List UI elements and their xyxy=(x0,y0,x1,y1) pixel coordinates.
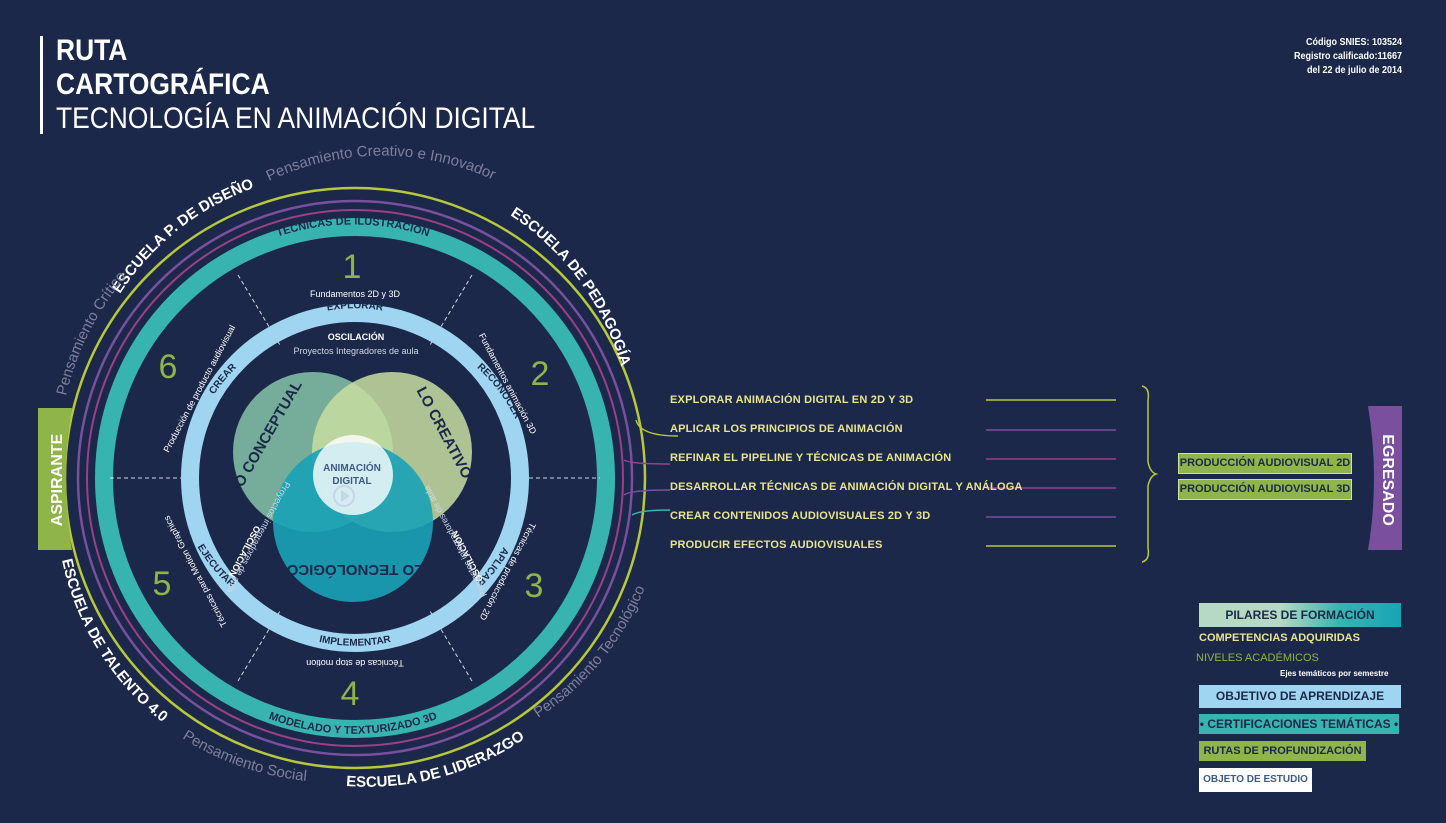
legend-objetivo: OBJETIVO DE APRENDIZAJE xyxy=(1199,685,1401,708)
pens-social: Pensamiento Social xyxy=(180,727,308,785)
legend-rutas: RUTAS DE PROFUNDIZACIÓN xyxy=(1199,741,1366,761)
level-5-number: 5 xyxy=(153,565,172,603)
certification-ring xyxy=(95,218,615,738)
center-line-2: DIGITAL xyxy=(332,476,371,487)
level-separators xyxy=(110,274,600,682)
legend-niveles: NIVELES ACADÉMICOS xyxy=(1196,652,1319,664)
egresado-tab xyxy=(1368,406,1402,550)
objective-implementar: IMPLEMENTAR xyxy=(318,634,392,649)
aspirante-tab xyxy=(38,408,72,550)
title-line-3: TECNOLOGÍA EN ANIMACIÓN DIGITAL xyxy=(56,102,536,135)
center-line-1: ANIMACIÓN xyxy=(323,461,381,474)
legend-certificaciones: • CERTIFICACIONES TEMÁTICAS • xyxy=(1199,714,1399,734)
level-4-theme: Técnicas de stop motion xyxy=(306,658,404,668)
pillar-tecnologico: LO TECNOLÓGICO xyxy=(286,561,423,579)
title-line-1: RUTA xyxy=(56,34,128,67)
escuela-diseno: ESCUELA P. DE DISEÑO xyxy=(109,175,256,296)
title-line-2: CARTOGRÁFICA xyxy=(56,68,270,101)
play-triangle-icon xyxy=(341,490,350,502)
level-3-number: 3 xyxy=(525,567,544,605)
title-block: RUTA CARTOGRÁFICA TECNOLOGÍA EN ANIMACIÓ… xyxy=(40,36,601,134)
play-icon xyxy=(333,485,355,507)
osc-1-label: OSCILACIÓN xyxy=(328,331,385,342)
competency-2: APLICAR LOS PRINCIPIOS DE ANIMACIÓN xyxy=(670,423,903,435)
legend-competencias: COMPETENCIAS ADQUIRIDAS xyxy=(1199,632,1360,644)
output-2d: PRODUCCIÓN AUDIOVISUAL 2D xyxy=(1178,453,1352,474)
level-2-number: 2 xyxy=(531,355,550,393)
osc-2-sub: Proyectos integradores de aula xyxy=(422,484,489,599)
competency-5: CREAR CONTENIDOS AUDIOVISUALES 2D Y 3D xyxy=(670,510,931,522)
venn-center xyxy=(313,435,393,515)
registration-info: Código SNIES: 103524 Registro calificado… xyxy=(1294,36,1402,78)
objective-ring xyxy=(181,304,529,652)
aspirante-label: ASPIRANTE xyxy=(49,433,66,526)
competency-4: DESARROLLAR TÉCNICAS DE ANIMACIÓN DIGITA… xyxy=(670,481,1023,493)
pens-creativo: Pensamiento Creativo e Innovador xyxy=(264,143,499,185)
osc-1-sub: Proyectos Integradores de aula xyxy=(293,346,418,356)
competency-6: PRODUCIR EFECTOS AUDIOVISUALES xyxy=(670,539,883,551)
level-1-theme: Fundamentos 2D y 3D xyxy=(310,289,401,299)
competency-1: EXPLORAR ANIMACIÓN DIGITAL EN 2D Y 3D xyxy=(670,394,914,406)
outer-ring-purple xyxy=(76,199,634,757)
snies-code: Código SNIES: 103524 xyxy=(1305,37,1402,48)
legend-ejes: Ejes temáticos por semestre xyxy=(1280,669,1389,678)
outer-ring-magenta xyxy=(86,209,624,747)
egresado-label: EGRESADO xyxy=(1379,434,1396,526)
competency-3: REFINAR EL PIPELINE Y TÉCNICAS DE ANIMAC… xyxy=(670,452,952,464)
level-1-number: 1 xyxy=(343,248,362,286)
level-6-number: 6 xyxy=(159,348,178,386)
pens-tecnologico: Pensamiento Tecnológico xyxy=(531,583,649,721)
legend-objeto: OBJETO DE ESTUDIO xyxy=(1199,768,1312,792)
objective-explorar: EXPLORAR xyxy=(326,300,385,313)
venn-tecnologico xyxy=(273,442,433,602)
legend-pilares: PILARES DE FORMACIÓN xyxy=(1199,603,1401,627)
brace xyxy=(1141,385,1159,563)
level-4-number: 4 xyxy=(341,675,360,713)
registro-fecha: del 22 de julio de 2014 xyxy=(1306,65,1402,76)
registro-calificado: Registro calificado:11667 xyxy=(1293,51,1402,62)
output-3d: PRODUCCIÓN AUDIOVISUAL 3D xyxy=(1178,479,1352,500)
